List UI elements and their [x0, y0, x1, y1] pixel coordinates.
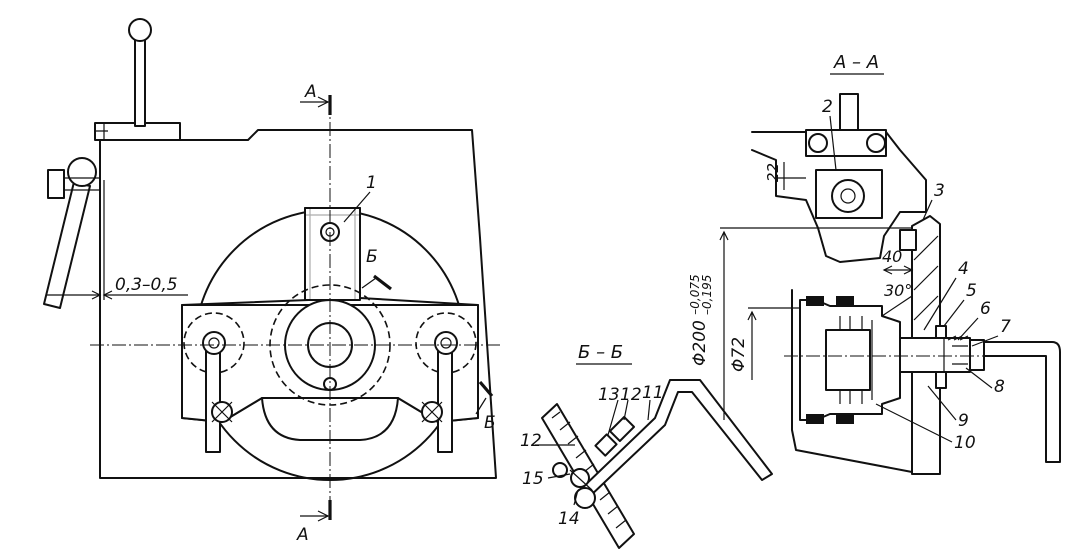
- bb-callout-12-left: 12: [520, 431, 542, 451]
- aa-dia-200: Φ200 –0,075 –0,195: [684, 269, 714, 366]
- cut-label-side: Б: [484, 413, 496, 433]
- aa-callout-10: 10: [954, 433, 976, 453]
- aa-callout-9: 9: [958, 411, 969, 431]
- bb-rod: [579, 379, 773, 499]
- housing-outline: [99, 129, 497, 479]
- aa-dim-22: 22: [764, 163, 782, 182]
- cut-label-top: А: [304, 82, 317, 102]
- aa-callout-5: 5: [966, 281, 977, 301]
- aa-callout-8: 8: [994, 377, 1005, 397]
- aa-callout-2: 2: [822, 97, 833, 117]
- section-bb: Б – Б 12 13 12 11 15 14: [520, 342, 773, 549]
- cut-label-bottom: А: [296, 525, 309, 545]
- bb-callout-15: 15: [522, 469, 544, 489]
- gap-dimension-label: 0,3–0,5: [115, 275, 178, 295]
- section-bb-title: Б – Б: [578, 342, 623, 363]
- aa-housing: [751, 131, 927, 263]
- main-view: 0,3–0,5: [43, 18, 500, 545]
- aa-callout-7: 7: [1000, 317, 1011, 337]
- section-aa: А – А 22 2 3 40 Φ200: [684, 52, 1061, 475]
- aa-pin-body: [899, 337, 971, 373]
- aa-callout-4: 4: [958, 259, 969, 279]
- cut-label-small: Б: [366, 247, 378, 267]
- bb-callout-11: 11: [642, 383, 664, 403]
- aa-l-handle: [983, 341, 1061, 463]
- section-aa-title: А – А: [833, 52, 879, 73]
- lever-handle-vertical: [134, 35, 146, 127]
- aa-dia-72: Φ72: [729, 337, 749, 372]
- aa-angle-30: 30°: [884, 281, 912, 300]
- lever-knob: [128, 18, 152, 42]
- bb-callout-14: 14: [558, 509, 580, 529]
- aa-callout-3: 3: [934, 181, 945, 201]
- bb-callout-12: 12: [620, 385, 642, 405]
- bb-callout-13: 13: [598, 385, 620, 405]
- aa-dim-40: 40: [882, 247, 902, 266]
- lever-handle-left: [43, 181, 91, 309]
- callout-1: 1: [366, 173, 377, 193]
- aa-callout-6: 6: [980, 299, 991, 319]
